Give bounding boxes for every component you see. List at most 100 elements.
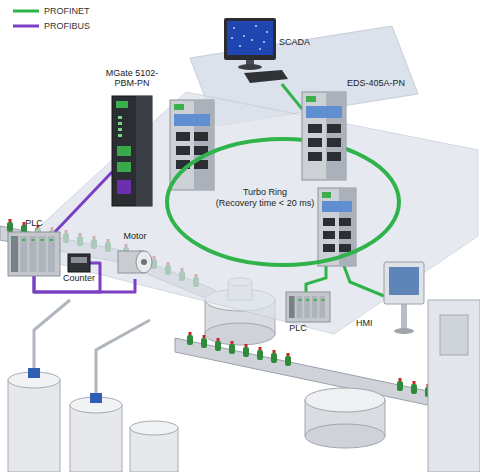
plc-module xyxy=(11,236,18,272)
plc-module xyxy=(20,236,27,272)
hmi-base xyxy=(394,328,414,334)
legend-line-sample xyxy=(13,25,39,28)
bottle xyxy=(165,262,171,275)
switch-port xyxy=(194,132,208,141)
plc-body xyxy=(286,292,330,322)
machine-cabinet xyxy=(428,300,480,472)
switch-port xyxy=(308,152,322,161)
switch-panel xyxy=(306,106,342,118)
switch-terminal xyxy=(322,192,331,198)
bottle xyxy=(91,236,97,249)
screen-star xyxy=(251,39,253,41)
bottle xyxy=(105,239,111,252)
plc-body xyxy=(8,232,60,276)
keyboard xyxy=(244,70,288,83)
legend-line-sample xyxy=(13,10,39,13)
node-label: Turbo Ring xyxy=(195,187,335,197)
node-shape xyxy=(8,232,60,276)
ethernet-switch: EDS-405A-PN xyxy=(302,92,346,180)
node-label: Counter xyxy=(54,273,104,283)
legend-line xyxy=(12,7,40,15)
bottle xyxy=(7,219,13,232)
bottle xyxy=(179,268,185,281)
gateway-led xyxy=(118,116,122,119)
machine-door xyxy=(440,315,468,355)
counter-body xyxy=(68,254,90,272)
bottle xyxy=(411,381,417,394)
monitor-base xyxy=(238,64,262,70)
switch-terminal xyxy=(306,96,316,102)
bottle xyxy=(285,353,291,366)
switch-port xyxy=(323,244,335,252)
plc-led xyxy=(50,239,53,241)
plc-controller: PLC xyxy=(8,232,60,276)
tank xyxy=(130,428,178,472)
conveyor-belt xyxy=(175,338,480,416)
node-shape xyxy=(302,92,346,180)
plc-led xyxy=(321,299,324,301)
switch-port xyxy=(323,231,335,239)
gateway-body xyxy=(112,96,152,206)
gateway-led xyxy=(118,134,122,137)
switch-port xyxy=(308,138,322,147)
bottle xyxy=(397,378,403,391)
screen-star xyxy=(239,45,241,47)
bottle xyxy=(215,338,221,351)
switch-terminal xyxy=(174,104,184,110)
screen-star xyxy=(231,37,233,39)
plc-module xyxy=(312,296,318,318)
hmi-panel: HMI xyxy=(384,262,424,334)
tank-top xyxy=(130,421,178,435)
bottle xyxy=(187,332,193,345)
gateway-led xyxy=(118,122,122,125)
switch-port xyxy=(339,244,351,252)
bottle xyxy=(439,387,445,400)
plc-module xyxy=(297,296,303,318)
screen-star xyxy=(243,35,245,37)
switch-body xyxy=(302,92,346,180)
conveyor-belt xyxy=(0,226,215,302)
node-shape xyxy=(286,292,330,322)
plc-module xyxy=(39,236,46,272)
plc-led xyxy=(22,239,25,241)
filler-top xyxy=(205,289,275,311)
gateway-port xyxy=(117,180,131,194)
plc-led xyxy=(306,299,309,301)
plc-module xyxy=(319,296,325,318)
plc-module xyxy=(289,296,295,318)
node-shape xyxy=(118,245,152,279)
switch-port xyxy=(327,124,341,133)
capper-body xyxy=(305,400,385,436)
switch-front xyxy=(194,100,214,190)
bottle xyxy=(193,274,199,287)
motor-shaft xyxy=(141,259,147,265)
monitor-screen xyxy=(227,21,273,55)
node-label: EDS-405A-PN xyxy=(347,78,417,88)
bottle xyxy=(271,350,277,363)
switch-port xyxy=(194,146,208,155)
switch-port xyxy=(339,218,351,226)
switch-port xyxy=(327,138,341,147)
node-shape xyxy=(112,96,152,206)
turbo-ring: Turbo Ring(Recovery time < 20 ms) xyxy=(165,137,401,267)
ring-switch xyxy=(170,100,214,190)
motor-device: Motor xyxy=(118,245,152,279)
hmi-screen xyxy=(389,267,419,295)
bottle xyxy=(229,341,235,354)
plc-led xyxy=(299,299,302,301)
profibus-cable xyxy=(55,172,112,232)
legend-line xyxy=(12,22,40,30)
filler-body xyxy=(205,300,275,334)
legend-label: PROFIBUS xyxy=(44,20,90,32)
switch-front xyxy=(326,92,346,180)
pipe xyxy=(34,300,70,372)
plc-controller: PLC xyxy=(286,292,330,322)
plc-module xyxy=(304,296,310,318)
plc-led xyxy=(291,299,294,301)
node-label: HMI xyxy=(356,318,380,328)
ring-switch xyxy=(318,188,356,266)
